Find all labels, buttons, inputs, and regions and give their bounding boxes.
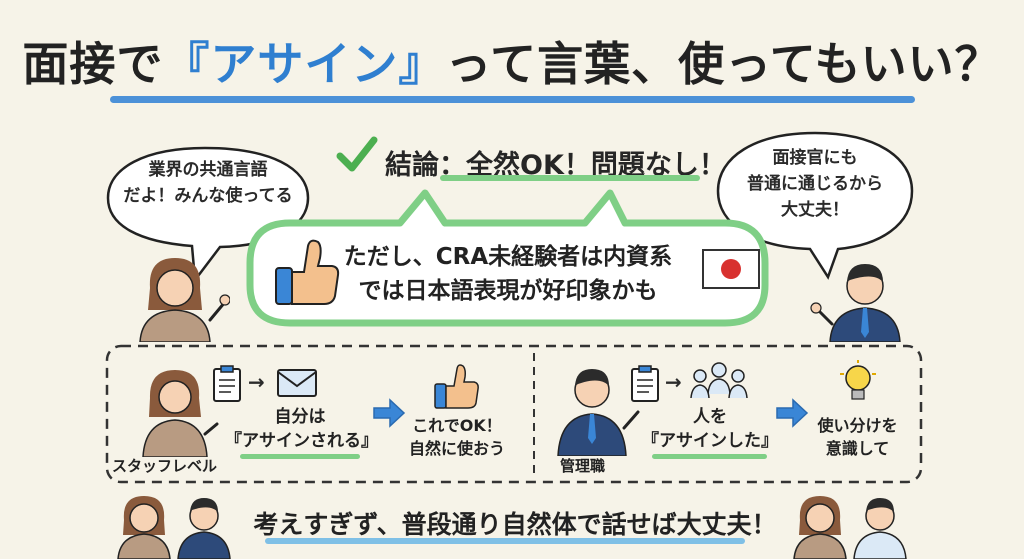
manager-result: 使い分けを 意識して — [800, 414, 915, 460]
left-bubble-line-2: だよ！みんな使ってる — [123, 186, 293, 206]
man-character-icon — [810, 264, 901, 342]
blue-arrow-icon — [373, 398, 406, 428]
title-before: 面接で — [22, 37, 164, 91]
manager-small-arrow-icon: → — [665, 370, 682, 394]
manager-line-2: 『アサインした』 — [642, 431, 778, 451]
staff-line-2: 『アサインされる』 — [225, 431, 378, 451]
staff-line-1: 自分は — [274, 407, 326, 427]
staff-label: スタッフレベル — [112, 457, 218, 475]
main-speech-bubble — [246, 189, 769, 327]
staff-thumbs-up-icon — [434, 364, 479, 409]
left-speech-bubble — [106, 146, 310, 284]
main-bubble-line-2: では日本語表現が好印象かも — [358, 278, 658, 304]
page-title: 面接で『アサイン』って言葉、使ってもいい？ — [0, 28, 1024, 94]
title-underline — [110, 96, 915, 103]
conclusion-underline — [440, 175, 700, 181]
right-speech-bubble — [716, 131, 914, 280]
staff-result-line-1: これでOK！ — [412, 416, 502, 435]
manager-line-1: 人を — [693, 407, 727, 427]
main-bubble-line-1: ただし、CRA未経験者は内資系 — [343, 244, 673, 270]
bottom-right-characters-icon — [793, 496, 907, 559]
main-bubble-text: ただし、CRA未経験者は内資系 では日本語表現が好印象かも — [318, 240, 698, 308]
manager-clipboard-icon — [631, 365, 659, 402]
manager-underline — [652, 454, 767, 459]
right-bubble-line-2: 普通に通じるから — [747, 174, 883, 194]
staff-result: これでOK！ 自然に使おう — [402, 414, 512, 460]
manager-result-line-1: 使い分けを — [817, 416, 898, 435]
checkmark-icon — [336, 136, 378, 172]
manager-label: 管理職 — [560, 457, 606, 475]
right-bubble-text: 面接官にも 普通に通じるから 大丈夫！ — [722, 145, 908, 223]
left-bubble-text: 業界の共通言語 だよ！みんな使ってる — [108, 157, 308, 209]
clipboard-icon — [213, 365, 241, 402]
title-after: って言葉、使ってもいい？ — [445, 37, 1002, 91]
staff-woman-icon — [142, 370, 219, 457]
thumbs-up-icon — [275, 239, 340, 305]
comparison-box — [105, 344, 923, 484]
woman-character-icon — [139, 258, 230, 342]
japan-flag-icon — [702, 249, 760, 289]
left-bubble-line-1: 業界の共通言語 — [148, 160, 268, 180]
small-arrow-icon: → — [248, 370, 265, 394]
bottom-left-characters-icon — [117, 496, 231, 559]
title-highlight: 『アサイン』 — [163, 37, 446, 91]
staff-text: 自分は 『アサインされる』 — [225, 405, 378, 453]
bottom-underline — [265, 538, 745, 544]
bottom-message: 考えすぎず、普段通り自然体で話せば大丈夫！ — [253, 510, 777, 539]
staff-underline — [240, 454, 360, 459]
manager-man-icon — [557, 369, 640, 456]
people-group-icon — [690, 362, 748, 399]
manager-blue-arrow-icon — [776, 398, 809, 428]
lightbulb-icon — [840, 360, 876, 400]
manager-text: 人を 『アサインした』 — [640, 405, 780, 453]
manager-result-line-2: 意識して — [825, 439, 890, 458]
staff-result-line-2: 自然に使おう — [408, 439, 505, 458]
envelope-icon — [277, 369, 317, 397]
right-bubble-line-3: 大丈夫！ — [781, 200, 849, 220]
right-bubble-line-1: 面接官にも — [772, 148, 858, 168]
